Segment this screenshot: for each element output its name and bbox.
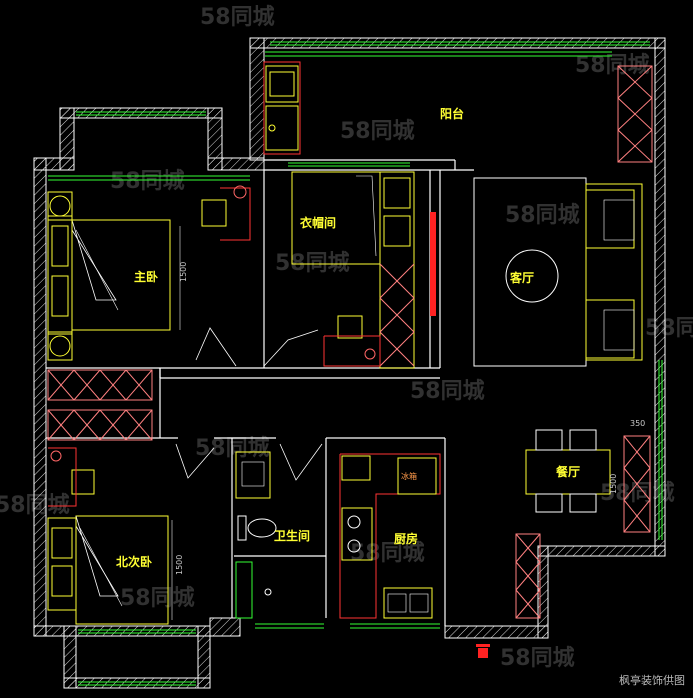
balcony-appliances — [265, 65, 299, 151]
desk-chair — [201, 199, 227, 227]
watermark: 58同城 — [275, 250, 350, 276]
dimension-dining-offset: 350 — [630, 419, 645, 428]
room-label-master-bedroom: 主卧 — [134, 269, 158, 284]
stove — [341, 507, 373, 561]
bathroom-vanity — [235, 451, 271, 499]
cloakroom: 衣帽间 — [291, 171, 436, 369]
watermark: 58同城 — [340, 118, 415, 144]
hall-cabinets — [47, 369, 153, 441]
north-wardrobe — [47, 517, 77, 611]
watermark: 58同城 — [120, 585, 195, 611]
room-label-bathroom: 卫生间 — [274, 528, 310, 543]
watermark: 58同城 — [200, 4, 275, 30]
watermark: 58同城 — [350, 540, 425, 566]
watermark: 58同城 — [645, 315, 693, 341]
fridge-label: 冰箱 — [401, 471, 417, 481]
room-label-kitchen: 厨房 — [394, 531, 418, 546]
sofa — [585, 183, 643, 361]
toilet — [247, 518, 277, 538]
windows — [48, 41, 663, 686]
laundry-area — [263, 61, 301, 155]
nightstand-lamp — [49, 195, 71, 217]
dimension-north-bed: 1500 — [175, 555, 184, 575]
shower-drain — [235, 561, 253, 619]
coffee-table — [505, 249, 559, 303]
double-sink — [383, 587, 433, 619]
room-label-north-bedroom: 北次卧 — [116, 554, 152, 569]
footer-credit: 枫亭装饰供图 — [619, 674, 685, 687]
fridge — [397, 457, 437, 495]
balcony-storage — [617, 65, 653, 163]
entrance-marker — [476, 644, 490, 658]
watermark-group: 58同城 58同城 58同城 58同城 58同城 58同城 58同城 58同城 … — [0, 4, 693, 671]
master-bedroom: 主卧 1500 — [47, 185, 251, 361]
nightstand-lamp — [49, 335, 71, 357]
room-label-living-room: 客厅 — [509, 270, 534, 285]
room-label-balcony: 阳台 — [440, 106, 464, 121]
watermark: 58同城 — [410, 378, 485, 404]
watermark: 58同城 — [500, 645, 575, 671]
desk-chair — [71, 469, 95, 495]
door-swings — [175, 327, 323, 481]
kitchen: 冰箱 厨房 — [339, 453, 441, 619]
room-label-dining-room: 餐厅 — [556, 464, 580, 479]
dining-table — [525, 449, 611, 495]
watermark: 58同城 — [505, 202, 580, 228]
north-bedroom: 北次卧 1500 — [47, 447, 184, 625]
kitchen-sink — [341, 455, 371, 481]
bathroom: 卫生间 — [235, 451, 310, 619]
exterior-walls — [33, 37, 666, 689]
dimension-dining: 1500 — [609, 474, 618, 494]
accent-wall — [430, 212, 436, 316]
living-room: 客厅 — [473, 177, 643, 367]
interior-walls — [46, 159, 474, 626]
dining-room: 餐厅 1500 350 — [515, 419, 651, 619]
room-label-cloakroom: 衣帽间 — [300, 215, 336, 230]
watermark: 58同城 — [110, 168, 185, 194]
dimension-master-bed: 1500 — [179, 262, 188, 282]
